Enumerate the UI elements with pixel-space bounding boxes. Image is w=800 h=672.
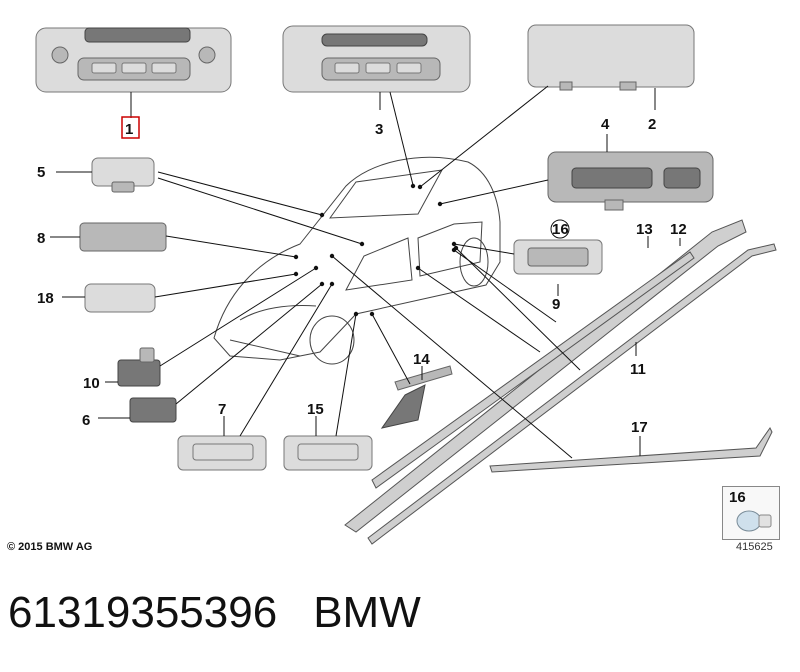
callout-7[interactable]: 7 [218,401,226,418]
part-number: 61319355396 [8,588,278,637]
part-18-lamp [84,283,156,313]
callout-11[interactable]: 11 [630,361,646,378]
callout-17[interactable]: 17 [631,419,648,436]
callout-14[interactable]: 14 [413,351,430,368]
leader-lines [50,85,681,459]
callout-3[interactable]: 3 [375,121,383,138]
callout-6[interactable]: 6 [82,412,90,429]
callout-15[interactable]: 15 [307,401,324,418]
part-12-sill-strip [344,219,747,533]
callout-1-highlight-box [121,116,140,139]
callout-4[interactable]: 4 [601,116,610,133]
bulb-icon [736,510,772,532]
part-3-roof-console [282,25,471,93]
part-4-interior-light [547,151,714,211]
callout-16-ring [550,219,570,239]
callout-10[interactable]: 10 [83,375,100,392]
car-outline [213,156,501,365]
callout-18[interactable]: 18 [37,290,54,307]
part-8-lamp [79,222,167,252]
part-10-connector [117,347,161,387]
callout-12[interactable]: 12 [670,221,687,238]
diagram-number: 415625 [736,541,773,553]
callout-9[interactable]: 9 [552,296,560,313]
callout-13[interactable]: 13 [636,221,653,238]
part-9-lamp [513,239,603,275]
part-1-roof-console [35,27,232,93]
brand-name: BMW [313,588,421,637]
part-17-sill-strip [489,427,773,473]
callout-5[interactable]: 5 [37,164,45,181]
part-6-connector [129,397,177,423]
callout-16[interactable]: 16 [552,221,569,238]
part-11-sill-strip [367,243,777,545]
callout-8[interactable]: 8 [37,230,45,247]
callout-2[interactable]: 2 [648,116,656,133]
attachment-dots [293,183,459,317]
part-13-sill-strip [371,251,695,489]
part-15-lamp [283,435,373,471]
callout-1[interactable]: 1 [125,121,133,138]
inset-label: 16 [729,489,746,506]
inset-bulb-box: 16 [722,486,780,540]
part-2-interior-light [527,24,695,91]
part-5-lamp [91,157,155,193]
part-14-clip [380,365,453,429]
copyright-text: © 2015 BMW AG [7,541,93,553]
footer: 61319355396 BMW [8,588,421,638]
part-7-lamp [177,435,267,471]
